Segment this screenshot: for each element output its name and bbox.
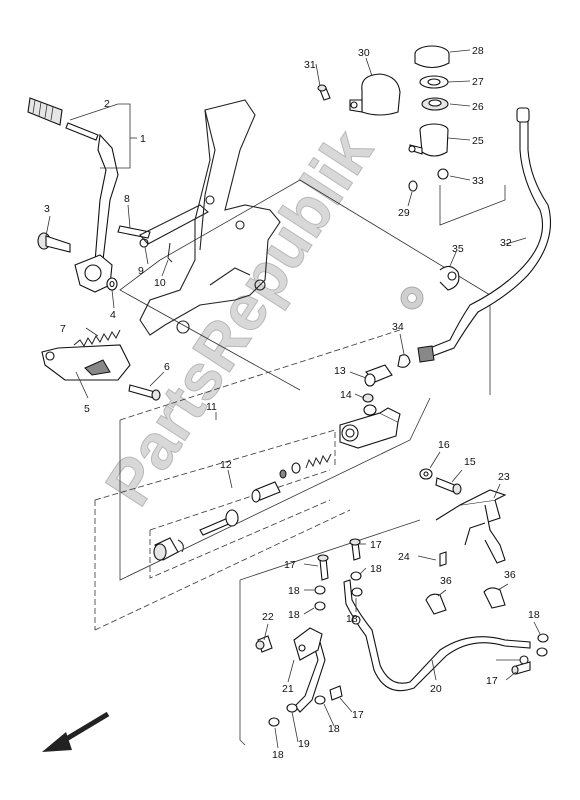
callout-17-c: 17: [352, 709, 364, 721]
callout-32: 32: [500, 237, 512, 249]
callout-23: 23: [498, 471, 510, 483]
callout-14: 14: [340, 389, 352, 401]
callout-36-b: 36: [504, 569, 516, 581]
callout-27: 27: [472, 76, 484, 88]
callout-28: 28: [472, 45, 484, 57]
callout-13: 13: [334, 365, 346, 377]
callout-17-d: 17: [486, 675, 498, 687]
pedal-rubber: [27, 97, 63, 126]
callout-10: 10: [154, 277, 166, 289]
arrow-front-icon: [42, 711, 110, 752]
callout-8: 8: [124, 193, 130, 205]
reservoir-group: [317, 45, 450, 192]
callout-11: 11: [206, 401, 217, 413]
hose-bracket: [435, 489, 507, 564]
callout-15: 15: [464, 456, 476, 468]
callout-22: 22: [262, 611, 274, 623]
callout-19: 19: [298, 738, 310, 750]
callout-24: 24: [398, 551, 410, 563]
callout-21: 21: [282, 683, 294, 695]
callout-16: 16: [438, 439, 450, 451]
callout-4: 4: [110, 309, 116, 321]
callout-labels: 1 2 3 4 5 6 7 8 9 10 11 12 13 14 15 16 1…: [44, 45, 540, 761]
brake-pedal: [27, 97, 173, 293]
callout-2: 2: [104, 98, 110, 110]
callout-3: 3: [44, 203, 50, 215]
assembly-frames: [94, 179, 506, 746]
callout-33: 33: [472, 175, 484, 187]
callout-18-c: 18: [288, 609, 300, 621]
callout-31: 31: [304, 59, 316, 71]
callout-35: 35: [452, 243, 464, 255]
watermark-text: PartsRepublik: [91, 117, 386, 517]
callout-1: 1: [140, 133, 146, 145]
hose-clamps: [425, 587, 506, 615]
callout-36-a: 36: [440, 575, 452, 587]
callout-12: 12: [220, 459, 232, 471]
hose-clamp: [397, 354, 411, 368]
caliper-bracket: [255, 627, 323, 661]
spring-plate: [41, 344, 161, 401]
rod-link: [139, 204, 209, 245]
callout-5: 5: [84, 403, 90, 415]
cylinder-kit: [153, 453, 332, 561]
callout-18-d: 18: [346, 613, 358, 625]
union-bolt: [419, 468, 462, 495]
callout-17-b: 17: [284, 559, 296, 571]
callout-18-b: 18: [288, 585, 300, 597]
fasteners: [268, 538, 531, 727]
leader-lines: [45, 49, 541, 749]
callout-18-a: 18: [370, 563, 382, 575]
callout-7: 7: [60, 323, 66, 335]
callout-18-g: 18: [528, 609, 540, 621]
callout-30: 30: [358, 47, 370, 59]
callout-26: 26: [472, 101, 484, 113]
return-spring: [73, 329, 121, 347]
footrest-bracket: [139, 99, 281, 336]
callout-18-f: 18: [272, 749, 284, 761]
callout-6: 6: [164, 361, 170, 373]
hose-clip: [439, 265, 460, 291]
callout-9: 9: [138, 265, 144, 277]
pivot-bolt: [37, 232, 71, 253]
callout-34: 34: [392, 321, 404, 333]
callout-17-a: 17: [370, 539, 382, 551]
master-cylinder: [339, 364, 401, 449]
callout-18-e: 18: [328, 723, 340, 735]
callout-20: 20: [430, 683, 442, 695]
reservoir-hose: [417, 107, 552, 363]
gear-icon: [400, 286, 424, 310]
callout-29: 29: [398, 207, 410, 219]
callout-25: 25: [472, 135, 484, 147]
